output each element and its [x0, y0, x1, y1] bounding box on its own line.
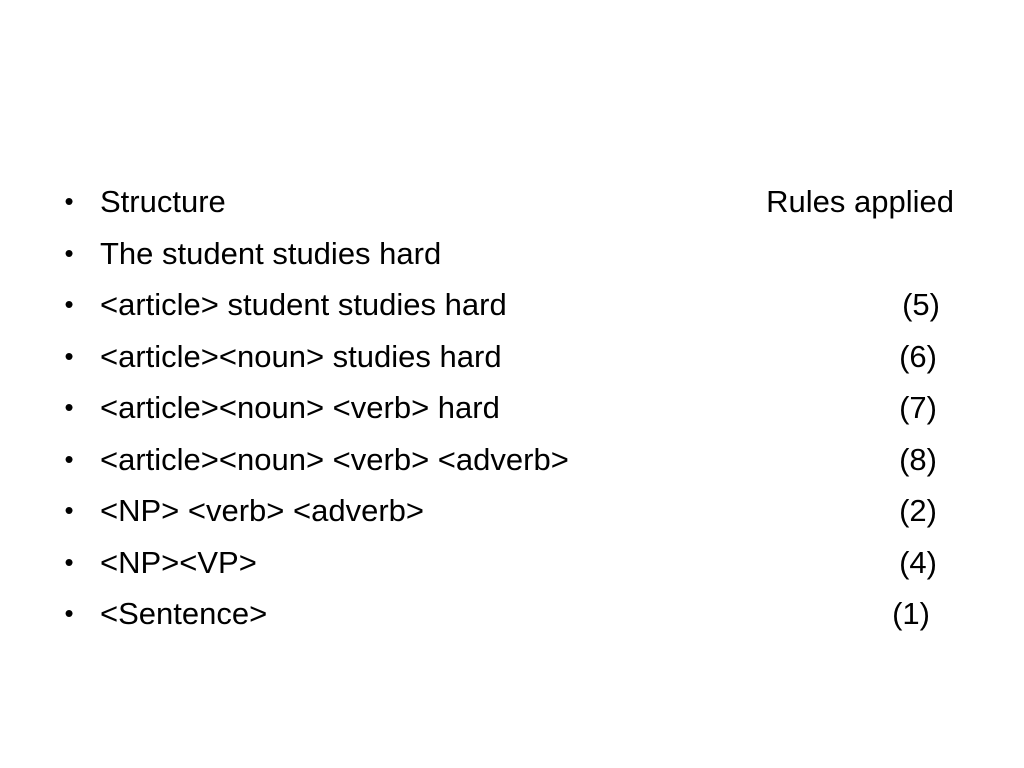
- bullet-icon: •: [64, 598, 74, 628]
- rule-number: (5): [902, 287, 940, 322]
- derivation-list: • Structure Rules applied • The student …: [62, 176, 962, 640]
- structure-text: <article> student studies hard: [100, 287, 507, 322]
- structure-text: <NP> <verb> <adverb>: [100, 493, 425, 528]
- list-item: • The student studies hard: [62, 228, 962, 280]
- rule-number: (1): [892, 596, 930, 631]
- list-item: • <article> student studies hard (5): [62, 279, 962, 331]
- structure-text: <article><noun> studies hard: [100, 338, 502, 374]
- bullet-icon: •: [64, 186, 74, 216]
- rule-number: (4): [899, 544, 937, 580]
- structure-header: Structure: [100, 184, 226, 219]
- list-item: • <NP> <verb> <adverb> (2): [62, 485, 962, 537]
- bullet-icon: •: [64, 237, 74, 268]
- list-item: • <article><noun> <verb> <adverb> (8): [62, 434, 962, 486]
- list-item: • <article><noun> <verb> hard (7): [62, 382, 962, 434]
- structure-text: <article><noun> <verb> hard: [100, 390, 500, 425]
- list-item: • <article><noun> studies hard (6): [62, 331, 962, 383]
- bullet-icon: •: [64, 443, 74, 474]
- structure-text: The student studies hard: [100, 235, 442, 271]
- list-item: • <Sentence> (1): [62, 588, 962, 640]
- bullet-icon: •: [64, 340, 74, 371]
- bullet-icon: •: [64, 495, 74, 525]
- structure-text: <Sentence>: [100, 596, 268, 631]
- structure-text: <article><noun> <verb> <adverb>: [100, 441, 569, 477]
- rule-number: (2): [899, 493, 937, 528]
- rule-number: (7): [899, 390, 937, 425]
- list-item-header: • Structure Rules applied: [62, 176, 962, 228]
- list-item: • <NP><VP> (4): [62, 537, 962, 589]
- rule-number: (6): [899, 338, 937, 374]
- structure-text: <NP><VP>: [100, 544, 257, 580]
- bullet-icon: •: [64, 546, 74, 577]
- bullet-icon: •: [64, 289, 74, 319]
- bullet-icon: •: [64, 392, 74, 422]
- rules-applied-header: Rules applied: [766, 184, 954, 219]
- rule-number: (8): [899, 441, 937, 477]
